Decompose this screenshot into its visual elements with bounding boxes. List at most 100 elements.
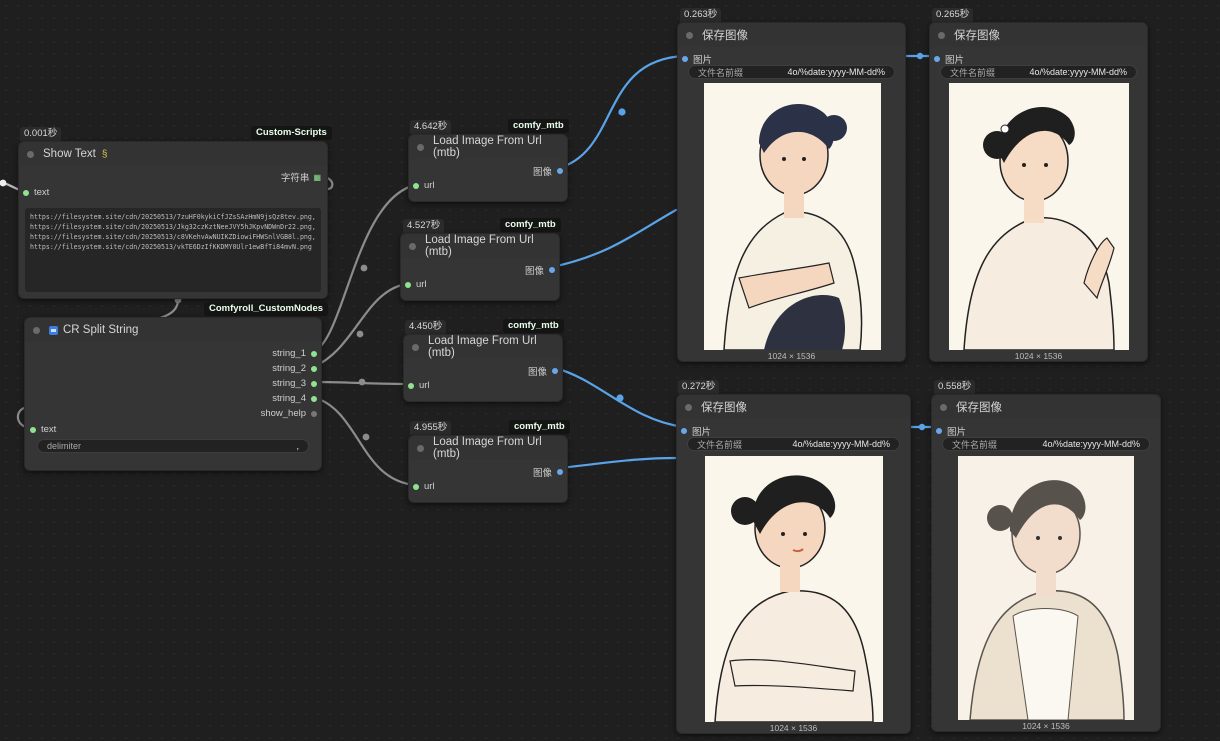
saver4-dims: 1024 × 1536 (1022, 721, 1070, 731)
loader3-output[interactable]: 图像 (528, 364, 558, 378)
input-port-dot[interactable] (30, 426, 36, 433)
prefix-value: 4o/%date:yyyy-MM-dd% (792, 439, 890, 449)
input-port-dot[interactable] (934, 56, 940, 62)
split-output-string3[interactable]: string_3 (272, 378, 317, 389)
loader3-input[interactable]: url (408, 380, 430, 391)
loader4-output[interactable]: 图像 (533, 465, 563, 479)
collapse-dot-icon[interactable] (27, 150, 34, 158)
split-badge: Comfyroll_CustomNodes (204, 302, 329, 316)
collapse-dot-icon[interactable] (938, 31, 945, 39)
collapse-dot-icon[interactable] (412, 343, 419, 351)
woman-illustration-icon (949, 83, 1129, 350)
loader1-badge: comfy_mtb (508, 119, 569, 133)
show-text-node[interactable]: Show Text § 字符串 ▦ text https://filesyste… (18, 141, 328, 299)
input-port-dot[interactable] (682, 56, 688, 62)
prefix-label: 文件名前缀 (697, 439, 743, 450)
output-port-dot[interactable] (557, 168, 563, 174)
input-label: url (419, 380, 430, 391)
loader4-header[interactable]: Load Image From Url (mtb) (409, 436, 567, 460)
split-output-string2[interactable]: string_2 (272, 363, 317, 374)
saver2-preview-image[interactable] (949, 83, 1129, 350)
collapse-dot-icon[interactable] (685, 403, 692, 411)
delimiter-value: , (296, 441, 299, 451)
saver2-input[interactable]: 图片 (934, 52, 964, 66)
saver3-timing: 0.272秒 (678, 380, 720, 394)
loader1-node[interactable]: Load Image From Url (mtb) 图像 url (408, 134, 568, 202)
wire-img3 (553, 366, 686, 429)
input-port-dot[interactable] (681, 428, 687, 434)
saver1-preview-image[interactable] (704, 83, 881, 350)
input-port-dot[interactable] (413, 182, 419, 189)
saver1-input[interactable]: 图片 (682, 52, 712, 66)
woman-illustration-icon (958, 456, 1134, 720)
loader4-input[interactable]: url (413, 481, 435, 492)
saver1-header[interactable]: 保存图像 (678, 23, 905, 47)
input-port-dot[interactable] (405, 281, 411, 288)
show-text-content[interactable]: https://filesystem.site/cdn/20250513/7zu… (25, 208, 321, 292)
loader4-badge: comfy_mtb (509, 420, 570, 434)
output-port-dot[interactable] (552, 368, 558, 374)
loader3-node[interactable]: Load Image From Url (mtb) 图像 url (403, 334, 563, 402)
split-header[interactable]: CR Split String (25, 318, 321, 342)
loader2-node[interactable]: Load Image From Url (mtb) 图像 url (400, 233, 560, 301)
saver4-header[interactable]: 保存图像 (932, 395, 1160, 419)
loader2-input[interactable]: url (405, 279, 427, 290)
collapse-dot-icon[interactable] (417, 143, 424, 151)
show-text-header[interactable]: Show Text § (19, 142, 327, 166)
split-output-string4[interactable]: string_4 (272, 393, 317, 404)
saver2-header[interactable]: 保存图像 (930, 23, 1147, 47)
loader2-output[interactable]: 图像 (525, 263, 555, 277)
loader1-header[interactable]: Load Image From Url (mtb) (409, 135, 567, 159)
input-port-dot[interactable] (408, 382, 414, 389)
wire-string4 (311, 395, 417, 487)
saver3-header[interactable]: 保存图像 (677, 395, 910, 419)
show-text-output[interactable]: 字符串 ▦ (281, 170, 321, 185)
output-label: 图像 (532, 167, 552, 178)
loader4-node[interactable]: Load Image From Url (mtb) 图像 url (408, 435, 568, 503)
output-label: 图像 (527, 367, 547, 378)
saver4-preview-image[interactable] (958, 456, 1134, 720)
loader4-timing: 4.955秒 (410, 421, 452, 435)
output-port-dot[interactable] (311, 380, 317, 387)
loader1-input[interactable]: url (413, 180, 435, 191)
output-port-dot[interactable] (549, 267, 555, 273)
split-string-node[interactable]: CR Split String string_1 string_2 string… (24, 317, 322, 471)
output-label: 图像 (524, 266, 544, 277)
show-text-title: Show Text (43, 148, 96, 160)
wire-split-to-show (158, 298, 180, 320)
prefix-label: 文件名前缀 (950, 67, 996, 78)
input-label: url (416, 279, 427, 290)
collapse-dot-icon[interactable] (686, 31, 693, 39)
split-output-string1[interactable]: string_1 (272, 348, 317, 359)
saver3-input[interactable]: 图片 (681, 424, 711, 438)
loader1-output[interactable]: 图像 (533, 164, 563, 178)
output-port-dot[interactable] (311, 410, 317, 417)
delimiter-field[interactable]: delimiter , (37, 439, 309, 453)
show-text-input[interactable]: text (23, 187, 49, 198)
loader2-header[interactable]: Load Image From Url (mtb) (401, 234, 559, 258)
output-port-dot[interactable] (311, 365, 317, 372)
output-port-dot[interactable] (557, 469, 563, 475)
split-output-show-help[interactable]: show_help (261, 408, 317, 419)
input-port-dot[interactable] (936, 428, 942, 434)
collapse-dot-icon[interactable] (33, 326, 40, 334)
output-port-dot[interactable] (311, 350, 317, 357)
loader3-header[interactable]: Load Image From Url (mtb) (404, 335, 562, 359)
saver3-preview-image[interactable] (705, 456, 883, 722)
split-input-text[interactable]: text (30, 424, 56, 435)
collapse-dot-icon[interactable] (409, 242, 416, 250)
collapse-dot-icon[interactable] (417, 444, 424, 452)
saver4-input[interactable]: 图片 (936, 424, 966, 438)
input-port-dot[interactable] (413, 483, 419, 490)
collapse-dot-icon[interactable] (940, 403, 947, 411)
input-port-dot[interactable] (23, 189, 29, 196)
saver3-prefix-field[interactable]: 文件名前缀 4o/%date:yyyy-MM-dd% (687, 437, 900, 451)
output-port-dot[interactable] (311, 395, 317, 402)
